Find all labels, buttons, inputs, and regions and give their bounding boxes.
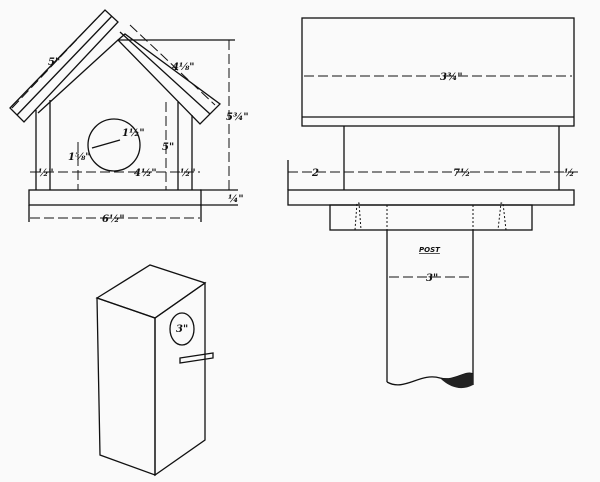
dim-base-thickness: ¼": [228, 194, 244, 205]
dim-total-height: 5¾": [226, 112, 249, 123]
perch: [179, 352, 214, 364]
dim-overhang: 2: [311, 168, 319, 179]
roof-right-board: [117, 33, 221, 125]
dim-right-wall: ½": [180, 168, 196, 179]
dim-inner-width: 4½": [134, 168, 157, 179]
post-block: [329, 204, 533, 231]
screw-left: [354, 202, 362, 231]
post-cut-section: [440, 373, 473, 389]
dim-wall-height: 5": [162, 142, 174, 153]
front-view: 5" 4⅛" 5¾" 1½" 1⅝" 5" ½" 4½" ½" ¼" 6½": [9, 9, 249, 225]
post-label: POST: [419, 246, 441, 254]
box-side: [96, 297, 156, 476]
dim-thickness: ½: [564, 168, 574, 179]
dim-left-wall: ½": [38, 168, 54, 179]
box-front: [154, 281, 206, 477]
dim-depth: 7½: [453, 168, 470, 179]
dim-perspective-hole: 3": [176, 324, 188, 335]
perspective-view: 3": [95, 264, 214, 477]
dim-roof-right: 4⅛": [172, 62, 195, 73]
dim-base-width: 6½": [102, 214, 125, 225]
roof-side: [301, 17, 575, 127]
screw-right: [497, 202, 507, 231]
base-board: [28, 189, 202, 206]
dim-post-width: 3": [426, 273, 438, 284]
dim-hole-diameter: 1½": [122, 128, 145, 139]
dim-hole-height: 1⅝": [68, 152, 91, 163]
side-base-board: [287, 189, 575, 206]
dim-roof-depth: 3¾": [440, 72, 463, 83]
box-top: [95, 264, 207, 319]
dim-roof-left: 5": [48, 57, 60, 68]
entrance-hole: [87, 118, 141, 172]
perspective-hole: [169, 312, 195, 346]
side-view: 3¾" 2 7½ ½ POST 3": [287, 17, 580, 389]
